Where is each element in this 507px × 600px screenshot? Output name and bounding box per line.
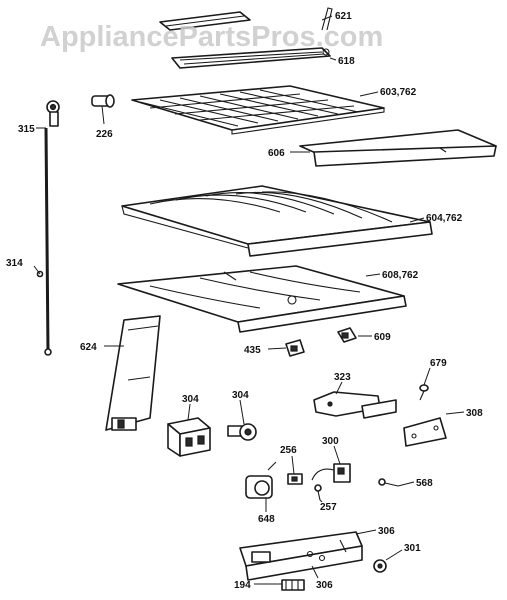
callout-604: 604,762 <box>426 213 463 224</box>
part-609-clip <box>337 327 357 343</box>
callout-194: 194 <box>234 580 251 591</box>
callout-257: 257 <box>320 502 337 513</box>
callout-568: 568 <box>416 478 433 489</box>
part-315-knob <box>46 100 60 127</box>
part-606-trim <box>299 129 497 167</box>
callout-314: 314 <box>6 258 23 269</box>
part-624-panel <box>105 315 161 431</box>
callout-256: 256 <box>280 445 297 456</box>
callout-608: 608,762 <box>382 270 419 281</box>
callout-435: 435 <box>244 345 261 356</box>
part-323-housing <box>313 391 397 419</box>
part-194-block <box>281 579 305 591</box>
callout-621: 621 <box>335 11 352 22</box>
part-256-connector <box>287 473 303 485</box>
callout-labels: 621 618 315 226 603,762 606 604,762 314 … <box>6 11 483 591</box>
callout-226: 226 <box>96 129 113 140</box>
part-435-bracket <box>285 339 305 357</box>
part-603-wire-shelf <box>131 85 385 135</box>
part-618-rail <box>171 47 331 69</box>
part-604-tray <box>121 185 433 257</box>
part-314-rod <box>36 127 52 356</box>
callout-323: 323 <box>334 372 351 383</box>
part-300-switch <box>311 463 351 483</box>
callout-624: 624 <box>80 342 97 353</box>
callout-648: 648 <box>258 514 275 525</box>
callout-606: 606 <box>268 148 285 159</box>
part-257-screw <box>314 484 322 501</box>
callout-300: 300 <box>322 436 339 447</box>
part-301-cap <box>373 559 387 573</box>
callout-308: 308 <box>466 408 483 419</box>
part-304-dial <box>227 423 257 441</box>
part-648-motor <box>245 461 277 499</box>
callout-315: 315 <box>18 124 35 135</box>
callout-609: 609 <box>374 332 391 343</box>
part-679-screw <box>419 384 429 401</box>
part-608-pan <box>117 265 407 333</box>
part-304-box <box>167 417 211 457</box>
callout-306b: 306 <box>316 580 333 591</box>
callout-306a: 306 <box>378 526 395 537</box>
callout-603: 603,762 <box>380 87 417 98</box>
callout-618: 618 <box>338 56 355 67</box>
leader-lines <box>33 15 465 585</box>
watermark-text: AppliancePartsPros.com <box>40 21 383 53</box>
part-568-screw <box>378 478 399 487</box>
part-308-plate <box>403 417 447 447</box>
callout-301: 301 <box>404 543 421 554</box>
callout-679: 679 <box>430 358 447 369</box>
part-306-chassis <box>239 531 363 581</box>
callout-304a: 304 <box>182 394 199 405</box>
callout-304b: 304 <box>232 390 249 401</box>
part-226-cylinder <box>91 94 115 108</box>
